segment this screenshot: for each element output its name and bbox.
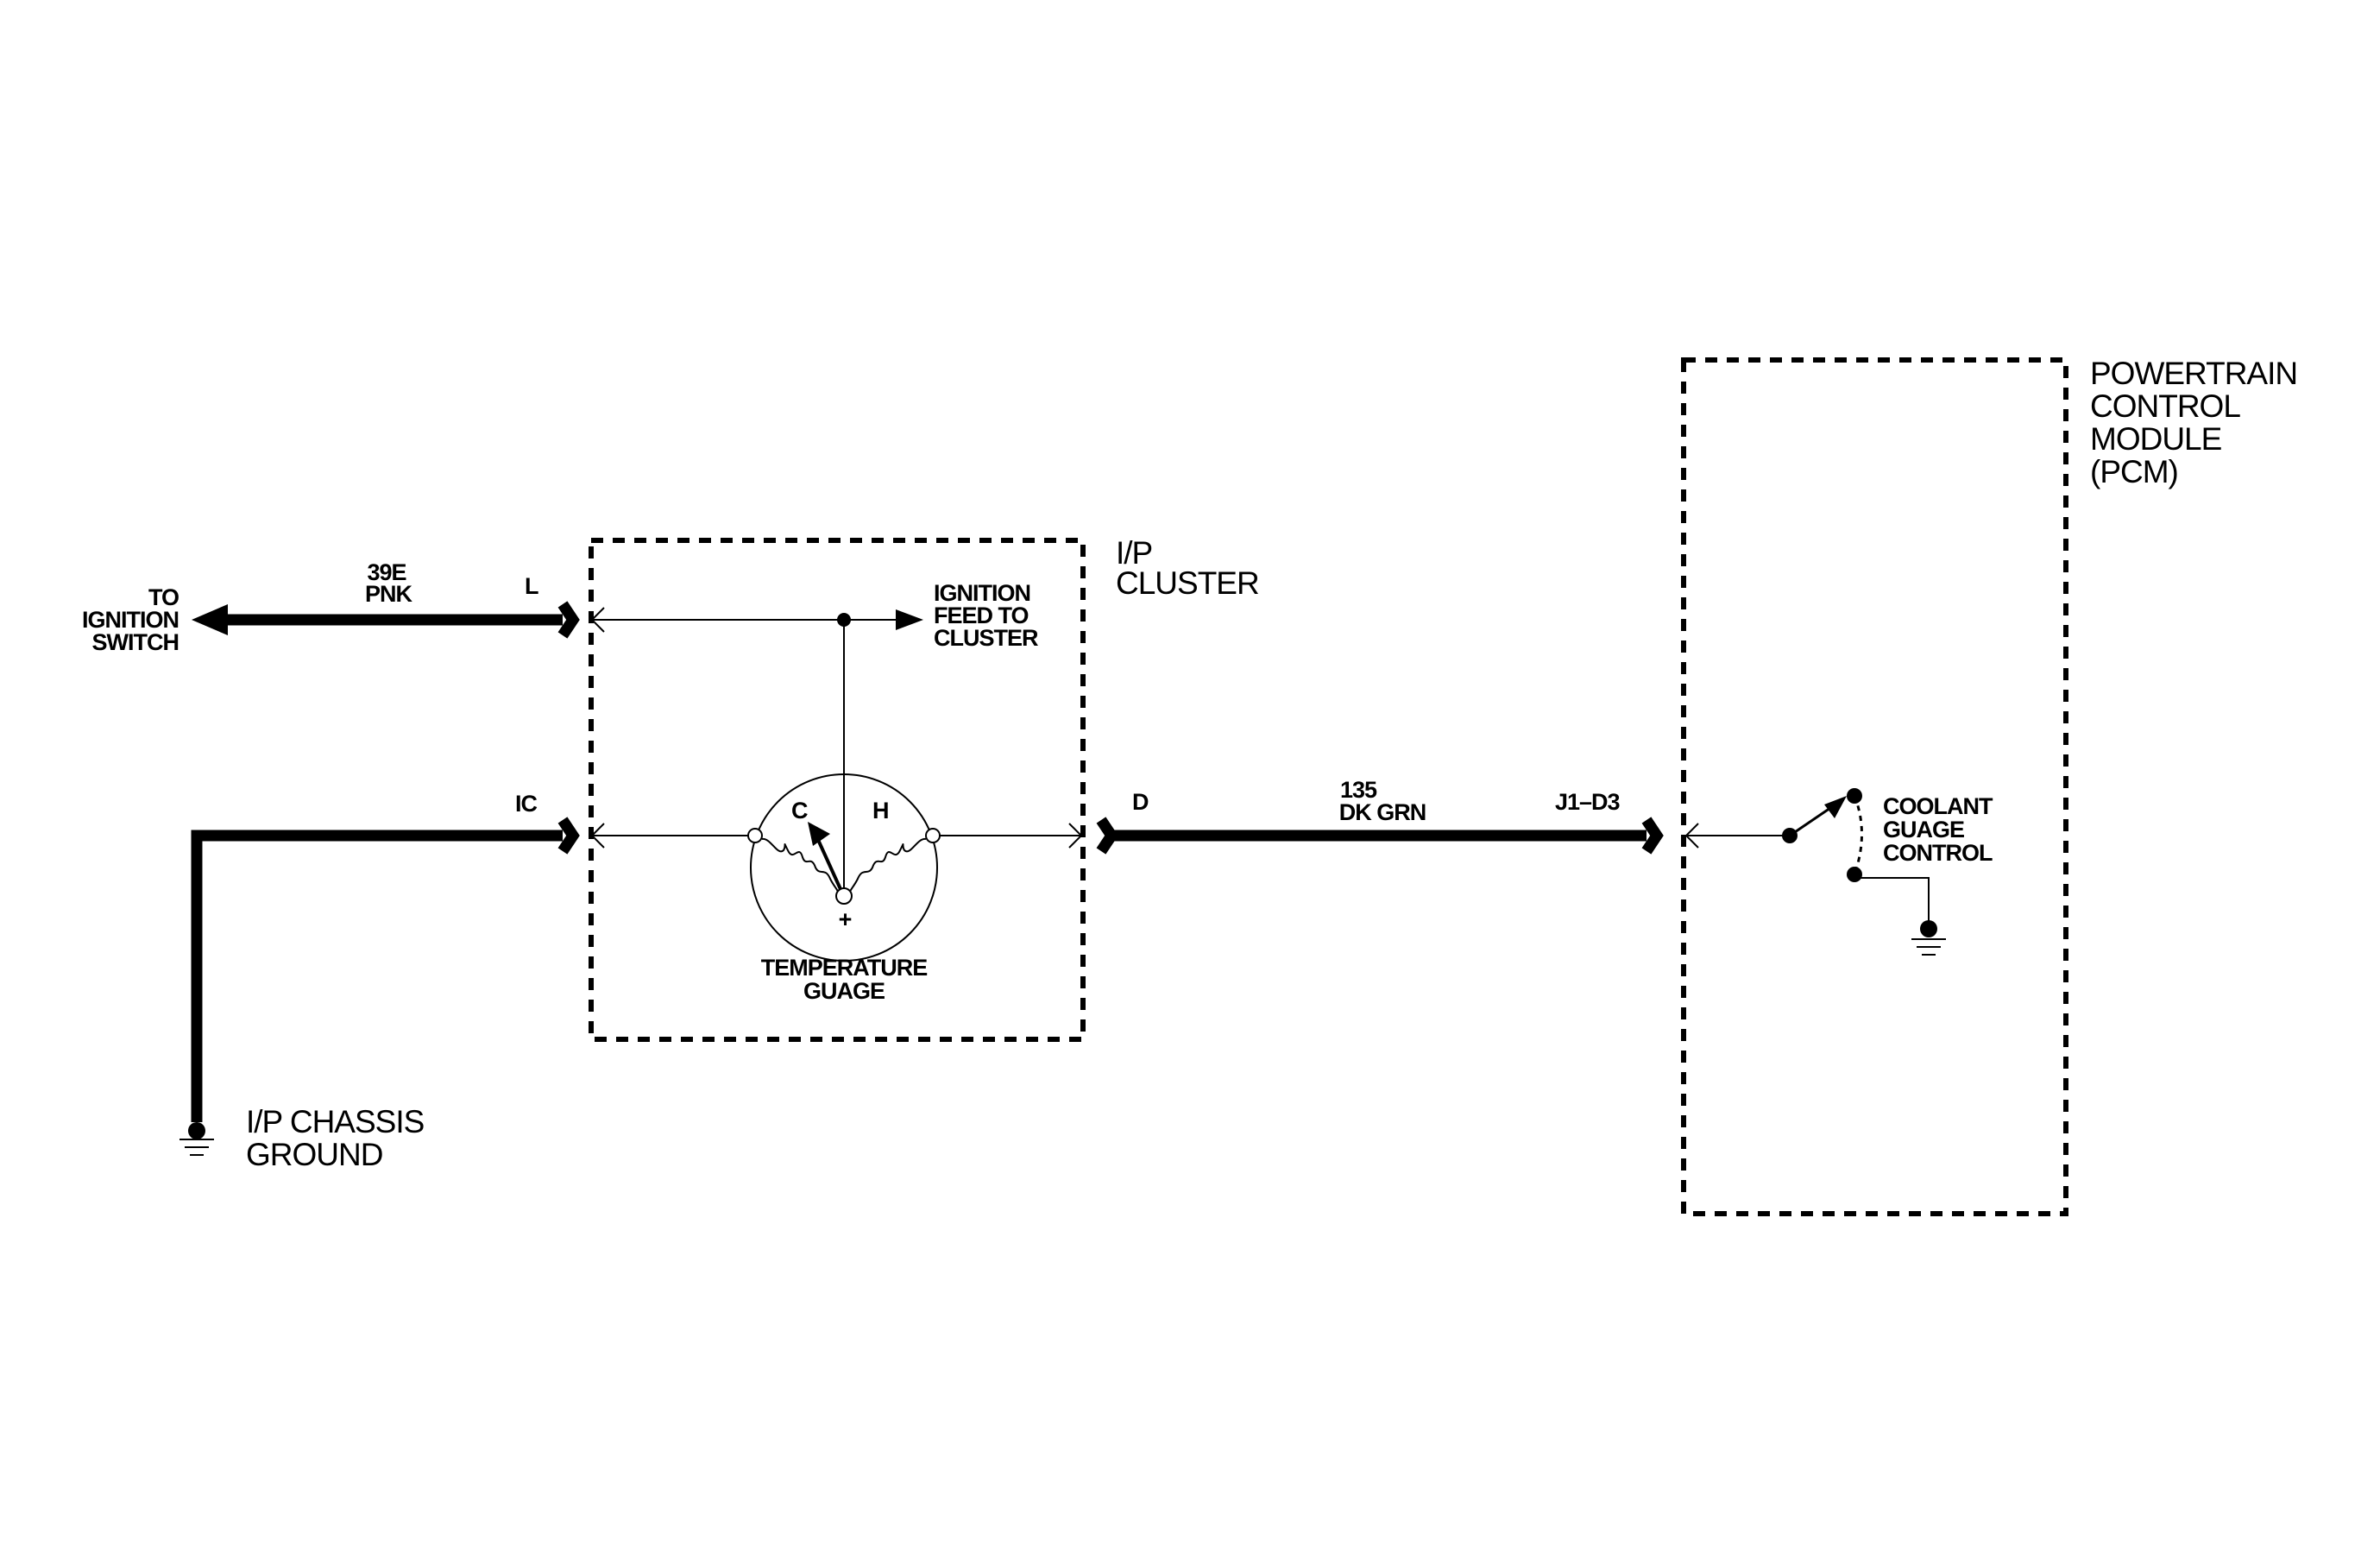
pcm-label-2: CONTROL — [2090, 388, 2240, 424]
to-ignition-arrow — [192, 604, 228, 635]
temperature-gauge — [750, 773, 938, 962]
pcm-label-1: POWERTRAIN — [2090, 356, 2297, 391]
chassis-ground-icon — [179, 1139, 214, 1156]
gauge-plus-label: + — [839, 906, 852, 932]
gauge-cold-label: C — [791, 798, 808, 824]
circuit-39e: 39E — [367, 559, 406, 585]
hot-coil — [849, 837, 927, 893]
switch-linkage — [1853, 795, 1863, 875]
coolant-control-label-1: COOLANT — [1883, 793, 1993, 819]
gauge-needle-tip-icon — [808, 822, 830, 846]
pcm-label-4: (PCM) — [2090, 454, 2178, 489]
pcm-box — [1681, 357, 2068, 1216]
chassis-ground-dot — [188, 1122, 205, 1139]
connector-ic-label: IC — [515, 791, 538, 817]
wire-color-pnk: PNK — [365, 581, 413, 607]
gauge-center-terminal — [835, 887, 853, 905]
connector-d-terminal — [1068, 823, 1083, 849]
connector-j1d3-cavity — [1641, 817, 1664, 855]
pcm-ground-dot — [1920, 920, 1937, 937]
switch-blade — [1789, 805, 1834, 837]
wire-color-dk-grn: DK GRN — [1339, 799, 1426, 825]
pcm-ground-wire — [1854, 874, 1930, 929]
to-ignition-label-3: SWITCH — [92, 629, 179, 655]
pcm-ground-icon — [1911, 938, 1946, 956]
to-ignition-label-2: IGNITION — [82, 607, 179, 633]
ignition-feed-label-1: IGNITION — [934, 580, 1030, 606]
connector-l-label: L — [525, 573, 538, 599]
ground-wire — [191, 830, 563, 1122]
gauge-hot-label: H — [872, 798, 889, 824]
connector-l-cavity — [557, 601, 580, 639]
ip-cluster-label-1: I/P — [1116, 535, 1152, 571]
coolant-control-label-3: CONTROL — [1883, 840, 1993, 866]
cold-coil — [761, 837, 839, 893]
chassis-ground-label-1: I/P CHASSIS — [246, 1104, 424, 1139]
connector-j1d3-label: J1–D3 — [1555, 789, 1621, 815]
connector-d-cavity — [1096, 817, 1118, 855]
temperature-gauge-label-2: GUAGE — [803, 978, 885, 1004]
ignition-feed-label-2: FEED TO — [934, 603, 1029, 628]
gauge-cold-terminal — [747, 828, 763, 843]
ignition-feed-arrow — [896, 609, 923, 630]
chassis-ground-label-2: GROUND — [246, 1137, 382, 1172]
pcm-label-3: MODULE — [2090, 421, 2222, 457]
connector-d-label: D — [1132, 789, 1149, 815]
switch-arrow-icon — [1824, 796, 1847, 818]
gauge-hot-terminal — [925, 828, 941, 843]
to-ignition-label-1: TO — [148, 584, 179, 610]
circuit-135: 135 — [1340, 777, 1377, 803]
ip-cluster-box — [589, 538, 1086, 1042]
ignition-feed-label-3: CLUSTER — [934, 625, 1038, 651]
temperature-gauge-label-1: TEMPERATURE — [761, 955, 928, 981]
ip-cluster-label-2: CLUSTER — [1116, 565, 1259, 601]
coolant-control-label-2: GUAGE — [1883, 817, 1964, 842]
connector-ic-cavity — [557, 817, 580, 855]
